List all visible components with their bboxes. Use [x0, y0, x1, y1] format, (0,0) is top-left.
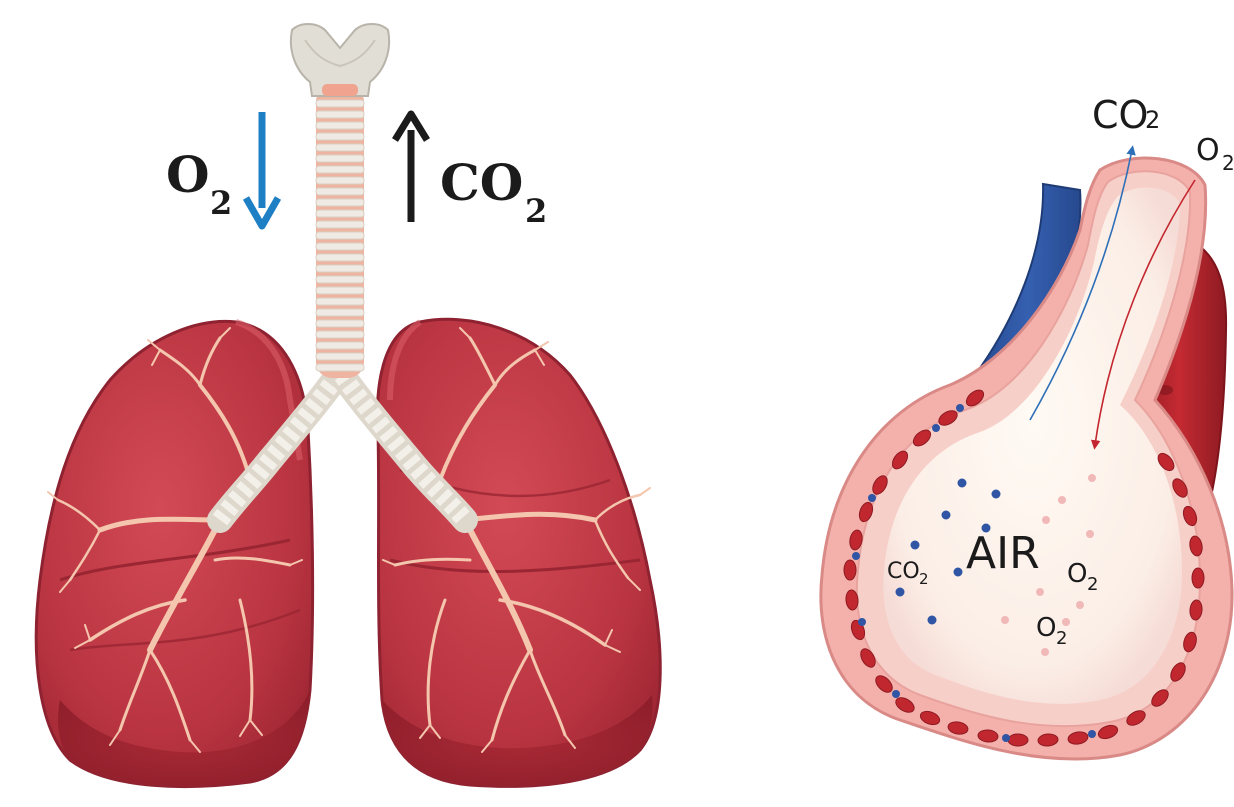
co2-exhale-indicator: CO 2 [395, 114, 547, 230]
cartilage-ring [316, 309, 364, 316]
alveolus-illustration [821, 150, 1232, 759]
co2-particle [954, 568, 963, 577]
top-co2-label: CO [1092, 93, 1148, 137]
co2-particle [852, 552, 860, 560]
cartilage-ring [316, 122, 364, 129]
red-blood-cell [1192, 568, 1204, 588]
cartilage-ring [316, 276, 364, 283]
inner-o2-label-a: O [1067, 559, 1087, 589]
cartilage-ring [316, 199, 364, 206]
o2-particle [1036, 588, 1044, 596]
top-o2-subscript: 2 [1222, 151, 1234, 175]
cartilage-ring [316, 331, 364, 338]
top-co2-subscript: 2 [1145, 106, 1160, 134]
cartilage-ring [316, 342, 364, 349]
cartilage-ring [316, 144, 364, 151]
cartilage-ring [316, 320, 364, 327]
co2-particle [892, 690, 900, 698]
cartilage-ring [316, 133, 364, 140]
cartilage-ring [316, 166, 364, 173]
o2-particle [1058, 496, 1066, 504]
cartilage-ring [316, 287, 364, 294]
o2-particle [1088, 474, 1096, 482]
inner-o2-subscript-a: 2 [1087, 574, 1098, 595]
inner-o2-subscript-b: 2 [1056, 628, 1067, 649]
co2-particle [932, 424, 940, 432]
co2-particle [956, 404, 964, 412]
cartilage-ring [316, 298, 364, 305]
co2-particle [858, 618, 866, 626]
co2-particle [958, 479, 967, 488]
co2-exhale-label: CO [440, 153, 523, 212]
o2-particle [1076, 601, 1084, 609]
lungs-illustration [36, 24, 660, 787]
o2-particle [1041, 648, 1049, 656]
cartilage-ring [316, 221, 364, 228]
o2-inhale-indicator: O 2 [166, 112, 278, 226]
inner-o2-label-b: O [1036, 613, 1056, 643]
top-o2-label: O [1196, 133, 1220, 168]
co2-particle [868, 494, 876, 502]
inner-co2-subscript: 2 [919, 570, 929, 588]
cartilage-ring [316, 265, 364, 272]
co2-particle [1002, 734, 1010, 742]
co2-exhale-subscript: 2 [525, 192, 547, 230]
co2-particle [911, 541, 920, 550]
red-blood-cell [844, 560, 856, 580]
cartilage-ring [316, 188, 364, 195]
inner-co2-label: CO [887, 559, 920, 584]
co2-particle [928, 616, 937, 625]
o2-inhale-label: O [166, 145, 210, 204]
cartilage-ring [316, 243, 364, 250]
cartilage-ring [316, 254, 364, 261]
o2-particle [1001, 616, 1009, 624]
o2-inhale-subscript: 2 [210, 184, 232, 222]
o2-particle [1042, 516, 1050, 524]
co2-particle [896, 588, 905, 597]
co2-particle [942, 511, 951, 520]
cartilage-ring [316, 210, 364, 217]
cartilage-ring [316, 353, 364, 360]
o2-particle [1086, 530, 1094, 538]
co2-particle [1088, 730, 1096, 738]
left-lung [36, 321, 312, 786]
cartilage-ring [316, 232, 364, 239]
red-blood-cell [1008, 734, 1028, 746]
air-label: AIR [966, 528, 1040, 579]
trachea [316, 86, 364, 378]
cartilage-ring [316, 111, 364, 118]
cartilage-ring [316, 364, 364, 371]
right-lung [377, 319, 660, 786]
cartilage-ring [316, 155, 364, 162]
o2-particle [1062, 618, 1070, 626]
co2-particle [992, 490, 1001, 499]
cartilage-ring [316, 100, 364, 107]
larynx [291, 24, 389, 96]
cartilage-ring [316, 177, 364, 184]
